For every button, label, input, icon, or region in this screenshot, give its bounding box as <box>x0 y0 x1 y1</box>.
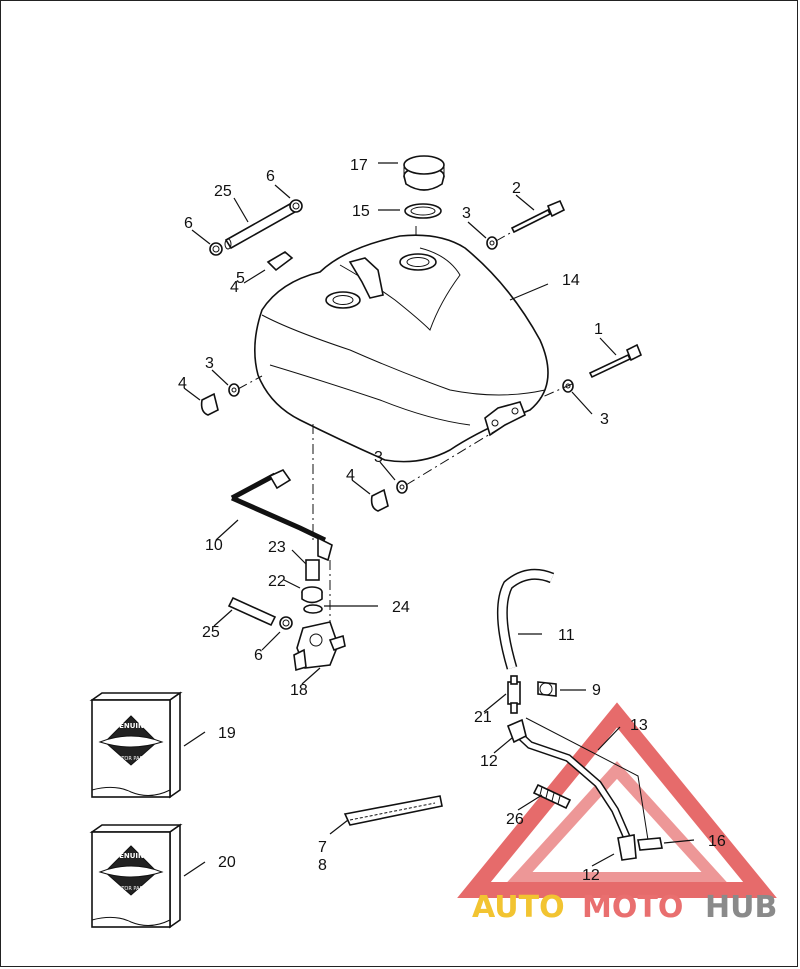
callout-label-10: 10 <box>205 537 223 554</box>
callout-label-20: 20 <box>218 854 236 871</box>
washer-icon <box>396 480 408 494</box>
callout-label-16: 16 <box>708 833 726 850</box>
callout-label-4: 4 <box>178 375 187 392</box>
callout-label-3: 3 <box>374 449 383 466</box>
callout-label-9: 9 <box>592 682 601 699</box>
fuel-line-assembly-icon <box>506 717 663 861</box>
watermark-logo-icon <box>457 702 777 898</box>
kit-brand-line: MOTOR PARTS <box>113 886 149 892</box>
mount-centerline <box>495 231 513 242</box>
callout-label-18: 18 <box>290 682 308 699</box>
fuel-line-icon <box>230 468 333 562</box>
callout-label-15: 15 <box>352 203 370 220</box>
callout-label-1: 1 <box>594 321 603 338</box>
acorn-nut-icon <box>200 392 219 416</box>
acorn-nut-icon <box>370 488 389 512</box>
watermark-hub: HUB <box>705 890 777 925</box>
filter-screen-icon <box>305 559 320 581</box>
watermark-auto: AUTO <box>472 890 565 925</box>
bracket-icon <box>266 251 294 272</box>
callout-label-19: 19 <box>218 725 236 742</box>
kit-brand-word: GENUINE <box>113 722 149 730</box>
hose-clamp-icon <box>279 616 293 630</box>
hose-clamp-icon <box>209 242 223 256</box>
callout-label-6: 6 <box>254 647 263 664</box>
callout-label-4: 4 <box>346 467 355 484</box>
callout-label-26: 26 <box>506 811 524 828</box>
callout-label-25: 25 <box>202 624 220 641</box>
callout-label-23: 23 <box>268 539 286 556</box>
bolt-icon <box>588 343 643 379</box>
callout-label-4: 4 <box>230 279 239 296</box>
callout-label-5: 5 <box>236 270 245 287</box>
callout-label-24: 24 <box>392 599 410 616</box>
callout-label-6: 6 <box>266 168 275 185</box>
callout-label-13: 13 <box>630 717 648 734</box>
callout-label-25: 25 <box>214 183 232 200</box>
callout-label-12: 12 <box>480 753 498 770</box>
washer-icon <box>228 383 240 397</box>
watermark-text: AUTO MOTO HUB <box>472 890 777 925</box>
callout-label-21: 21 <box>474 709 492 726</box>
hose-clamp-icon <box>537 681 557 697</box>
watermark-moto: MOTO <box>582 890 683 925</box>
callout-label-11: 11 <box>558 627 575 644</box>
cable-strap-icon <box>343 795 443 826</box>
fuel-petcock-icon <box>293 621 346 672</box>
callout-label-2: 2 <box>512 180 521 197</box>
callout-label-7: 7 <box>318 839 327 856</box>
hose-clamp-icon <box>289 199 303 213</box>
spring-guard-icon <box>532 783 572 810</box>
callout-label-3: 3 <box>462 205 471 222</box>
callout-label-12: 12 <box>582 867 600 884</box>
callout-label-3: 3 <box>205 355 214 372</box>
genuine-parts-kit-icon: GENUINE MOTOR PARTS <box>89 691 183 799</box>
filler-cap-icon <box>403 155 445 191</box>
callout-label-8: 8 <box>318 857 327 874</box>
bolt-icon <box>510 199 566 234</box>
kit-brand-line: MOTOR PARTS <box>113 756 149 762</box>
mount-centerline <box>237 375 263 390</box>
genuine-parts-kit-icon: GENUINE MOTOR PARTS <box>89 823 183 929</box>
washer-icon <box>486 236 498 250</box>
callout-label-3: 3 <box>600 411 609 428</box>
fuel-hose-icon <box>496 568 555 670</box>
mount-centerline <box>405 427 501 486</box>
callout-label-6: 6 <box>184 215 193 232</box>
bushing-icon <box>301 586 323 604</box>
crossover-hose-icon <box>224 202 297 250</box>
kit-brand-word: GENUINE <box>113 852 149 860</box>
leader-lines <box>183 162 695 877</box>
mount-centerline <box>539 383 573 399</box>
callout-label-17: 17 <box>350 157 368 174</box>
callout-label-14: 14 <box>562 272 580 289</box>
fuel-tank-icon <box>254 234 549 463</box>
callout-labels: 1233334445666789101112121314151617181920… <box>178 157 726 884</box>
cap-gasket-icon <box>404 203 442 219</box>
fuel-hose-icon <box>227 596 277 627</box>
o-ring-icon <box>303 604 323 614</box>
callout-label-22: 22 <box>268 573 286 590</box>
inline-fuel-filter-icon <box>507 675 521 714</box>
